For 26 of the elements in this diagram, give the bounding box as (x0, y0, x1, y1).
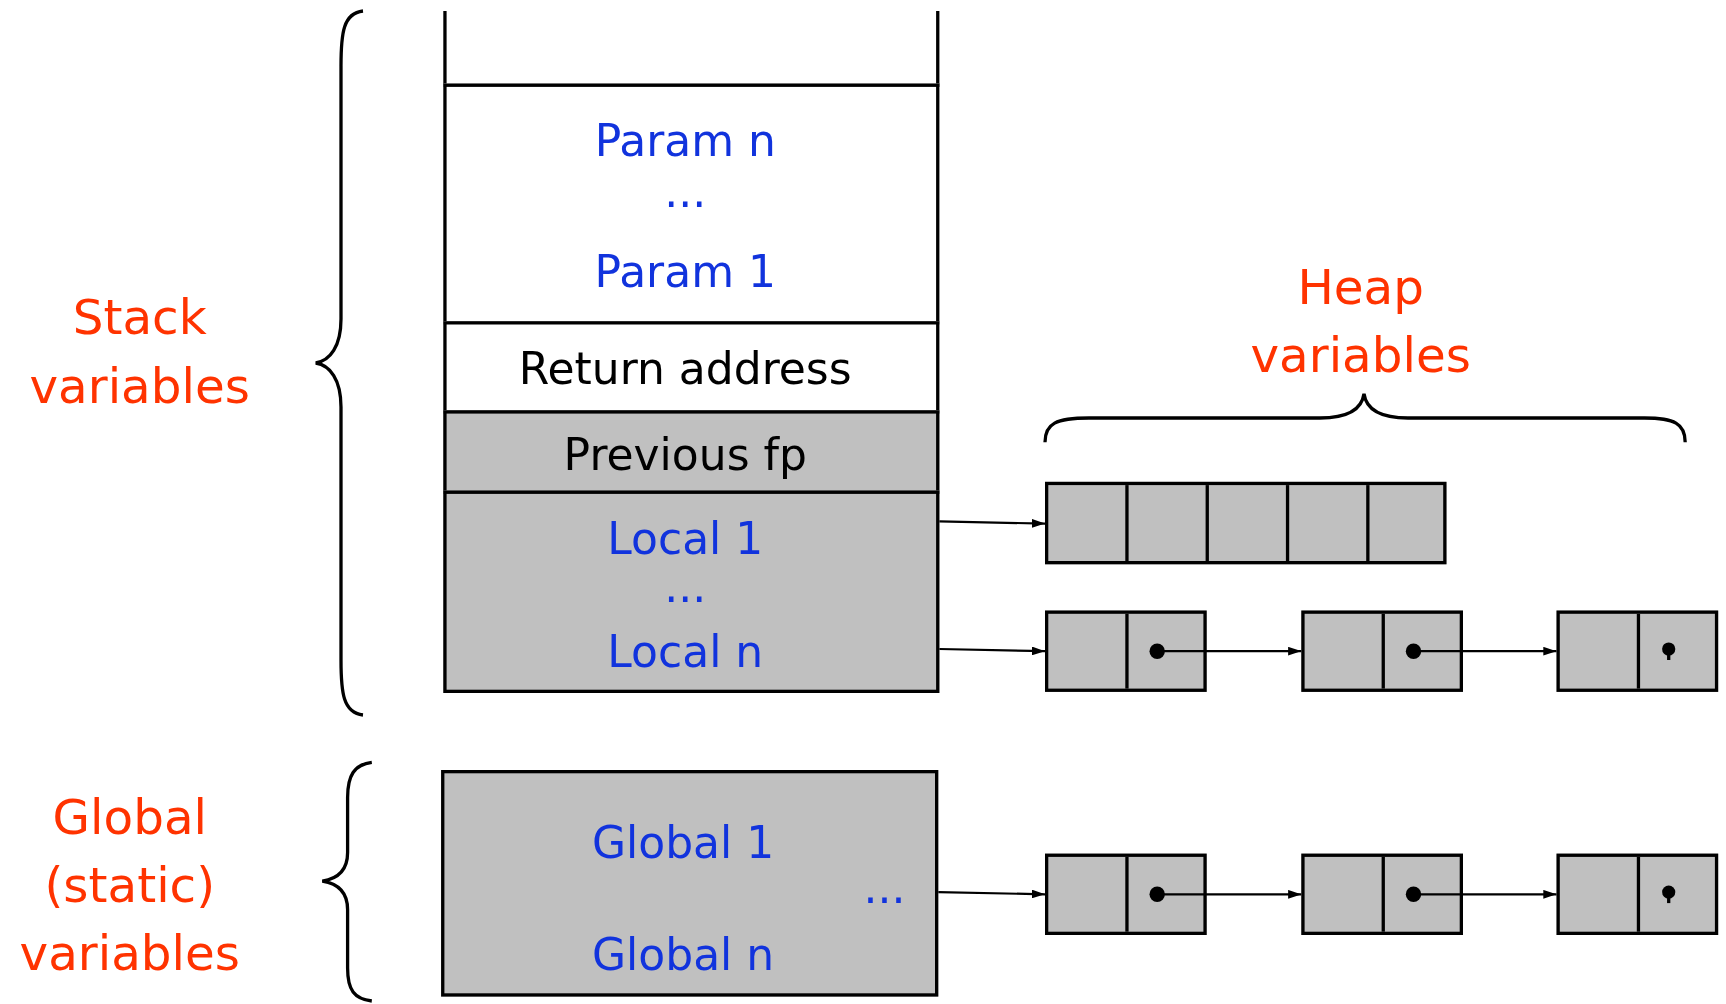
slot-label: Param n (594, 118, 776, 163)
ellipsis: ... (863, 865, 906, 910)
arrow (939, 518, 1046, 528)
ellipsis: ... (664, 564, 707, 609)
section-label: Heap variables (1249, 257, 1472, 385)
list-node (1301, 610, 1463, 692)
arrow (939, 646, 1046, 656)
ellipsis: ... (664, 169, 707, 214)
slot-label: Global 1 (591, 820, 775, 865)
slot-label: Global n (592, 932, 775, 977)
list-node (1556, 853, 1719, 935)
list-node (1301, 853, 1463, 935)
arrow (938, 889, 1046, 899)
global-area (441, 770, 939, 997)
slot-label: Local n (607, 629, 764, 674)
stack-slot (443, 490, 940, 693)
slot-label: Local 1 (607, 517, 764, 561)
slot-label: Previous fp (563, 432, 807, 477)
slot-label: Return address (518, 346, 852, 391)
list-node (1556, 610, 1719, 692)
section-label: Stack variables (28, 288, 251, 416)
heap-array (1045, 481, 1447, 565)
list-node (1045, 610, 1207, 692)
slot-label: Param 1 (594, 249, 776, 294)
list-node (1045, 853, 1207, 935)
section-label: Global (static) variables (18, 787, 242, 984)
